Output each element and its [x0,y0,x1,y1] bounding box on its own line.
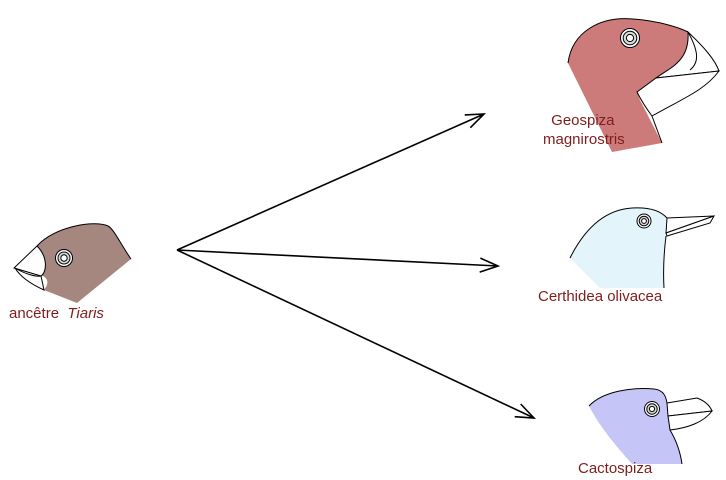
geospiza-eye [620,28,640,48]
ancestor-label: ancêtre Tiaris [9,304,104,323]
geospiza-head [567,18,721,152]
certhidea-head-fill [570,207,684,288]
geospiza-label: Geospiza magnirostris [541,111,625,149]
geospiza-head-outline [567,18,689,64]
certhidea-head-outline [569,207,668,289]
arrows [176,114,534,418]
ancestor-head-fill [37,223,131,303]
cactospiza-beak [666,397,714,431]
arrow-to-certhidea [176,249,498,266]
geospiza-name-line1: Geospiza [551,112,615,129]
arrow-to-geospiza [176,114,484,251]
certhidea-beak [665,215,716,237]
geospiza-head-fill [568,18,690,152]
cactospiza-head [588,388,714,465]
ancestor-genus: Tiaris [67,305,104,322]
certhidea-head [569,207,716,289]
ancestor-head [13,223,132,303]
ancestor-head-outline [36,223,132,260]
cactospiza-head-outline [588,388,683,465]
certhidea-label: Certhidea olivacea [538,288,663,305]
geospiza-beak [636,30,721,144]
ancestor-prefix: ancêtre [9,305,60,322]
cactospiza-eye [644,401,660,417]
cactospiza-head-fill [589,388,682,464]
ancestor-beak [13,245,46,291]
ancestor-eye [55,249,73,267]
cactospiza-label: Cactospiza [578,460,653,477]
certhidea-eye [636,213,652,229]
arrow-to-cactospiza [176,249,534,418]
geospiza-name-line2: magnirostris [543,131,625,148]
